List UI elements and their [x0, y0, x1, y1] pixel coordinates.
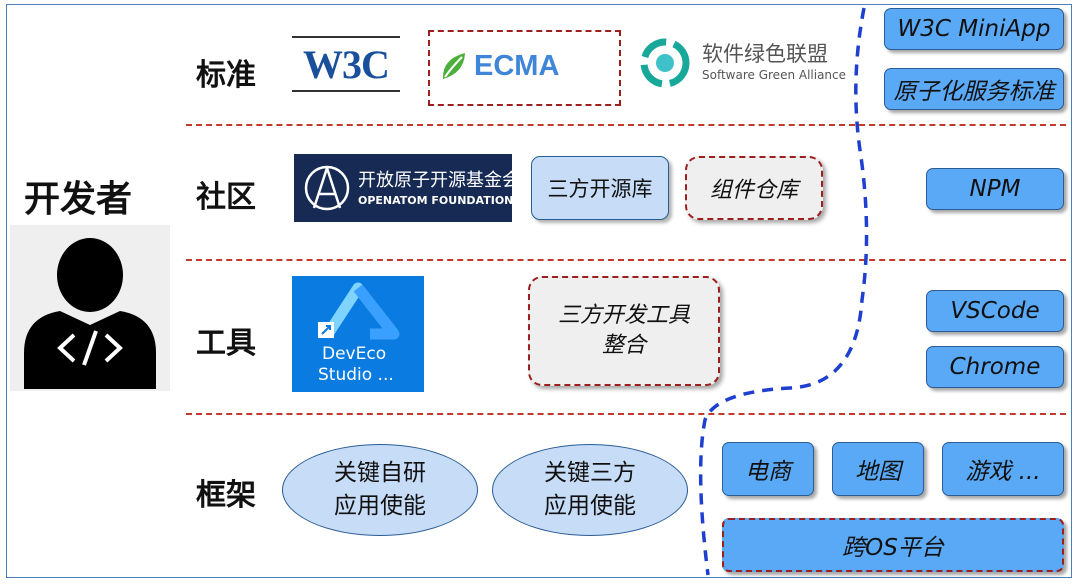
deveco-label-line1: DevEco [322, 344, 387, 364]
green-alliance-cn: 软件绿色联盟 [702, 42, 828, 66]
third-party-lib-box: 三方开源库 [531, 156, 669, 220]
openatom-icon [304, 165, 350, 211]
separator-1 [186, 124, 1066, 126]
green-alliance-logo: 软件绿色联盟 Software Green Alliance [640, 36, 860, 90]
openatom-cn: 开放原子开源基金会 [358, 170, 520, 191]
openatom-logo: 开放原子开源基金会 OPENATOM FOUNDATION [294, 154, 520, 222]
ecommerce-box: 电商 [722, 442, 814, 496]
deveco-studio-icon: DevEco Studio ... [292, 276, 424, 392]
third-party-line2: 应用使能 [544, 493, 636, 519]
developer-label: 开发者 [24, 179, 133, 220]
ecma-logo: ECMA [440, 46, 600, 86]
third-party-enablement-ellipse: 关键三方 应用使能 [492, 444, 688, 536]
row-label-tools: 工具 [196, 326, 256, 361]
w3c-miniapp-box: W3C MiniApp [884, 8, 1064, 50]
openatom-en: OPENATOM FOUNDATION [358, 194, 514, 207]
games-box: 游戏 ... [942, 442, 1064, 496]
npm-box: NPM [926, 168, 1064, 210]
map-box: 地图 [832, 442, 924, 496]
separator-3 [186, 413, 1066, 415]
tool-integration-line2: 整合 [601, 333, 646, 358]
ecma-logo-text: ECMA [474, 49, 560, 82]
self-dev-line1: 关键自研 [334, 460, 426, 486]
diagram-frame [6, 4, 1072, 578]
green-alliance-icon [640, 38, 690, 88]
green-alliance-en: Software Green Alliance [702, 68, 847, 82]
separator-2 [186, 259, 1066, 261]
developer-avatar [10, 225, 170, 391]
w3c-logo-text: W3C [303, 41, 390, 87]
deveco-logo-icon [318, 282, 400, 340]
row-label-standard: 标准 [196, 58, 256, 93]
ecma-logo-box [428, 30, 621, 106]
component-repo-box: 组件仓库 [685, 156, 823, 220]
developer-icon [24, 238, 156, 389]
row-label-framework: 框架 [196, 478, 256, 513]
self-dev-enablement-ellipse: 关键自研 应用使能 [282, 444, 478, 536]
deveco-label-line2: Studio ... [318, 365, 394, 385]
row-label-community: 社区 [196, 180, 256, 215]
self-dev-line2: 应用使能 [334, 493, 426, 519]
third-party-line1: 关键三方 [544, 460, 636, 486]
tool-integration-box: 三方开发工具 整合 [528, 276, 720, 386]
tool-integration-line1: 三方开发工具 [557, 303, 690, 328]
w3c-logo: W3C [292, 36, 400, 92]
chrome-box: Chrome [926, 346, 1064, 388]
atomic-service-standard-box: 原子化服务标准 [884, 68, 1064, 110]
vscode-box: VSCode [926, 290, 1064, 332]
cross-os-platform-box: 跨OS平台 [722, 518, 1064, 572]
leaf-icon [442, 53, 465, 79]
